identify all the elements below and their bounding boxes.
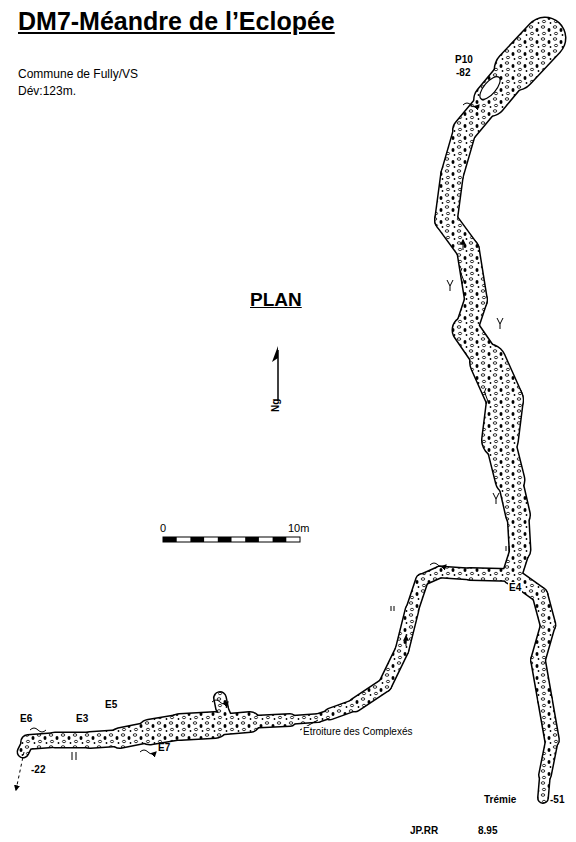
author-label: JP.RR bbox=[410, 825, 438, 836]
passage-wall bbox=[330, 705, 355, 714]
continuation-arrow bbox=[16, 752, 24, 790]
station-label: E7 bbox=[158, 742, 170, 753]
shaft-label: P10 bbox=[455, 54, 473, 65]
commune-note: Commune de Fully/VS bbox=[18, 68, 138, 81]
scale-bar bbox=[163, 537, 300, 542]
passage-floor bbox=[330, 705, 355, 714]
depth-label: -22 bbox=[31, 764, 45, 775]
passage-name: Etroiture des Complexés bbox=[302, 726, 414, 737]
station-label: E4 bbox=[508, 582, 522, 593]
passage-wall bbox=[402, 610, 412, 650]
passage-floor bbox=[545, 740, 552, 775]
passage-floor bbox=[355, 685, 385, 705]
passage-wall bbox=[543, 775, 545, 798]
date-label: 8.95 bbox=[478, 825, 497, 836]
scale-label: 10m bbox=[288, 522, 309, 534]
length-note: Dév:123m. bbox=[18, 85, 76, 98]
north-label: Ng bbox=[270, 399, 281, 412]
station-label: E3 bbox=[76, 713, 88, 724]
passage-end-label: Trémie bbox=[484, 794, 516, 805]
passage-floor bbox=[470, 574, 512, 575]
passage-floor bbox=[545, 700, 552, 740]
passage-floor bbox=[543, 775, 545, 798]
passage-wall bbox=[355, 685, 385, 705]
passage-wall bbox=[23, 742, 28, 752]
passage-wall bbox=[470, 574, 512, 575]
passage-wall bbox=[545, 700, 552, 740]
depth-label: -51 bbox=[550, 794, 564, 805]
station-label: E6 bbox=[20, 713, 32, 724]
shaft-symbol bbox=[476, 73, 503, 102]
passage-floor bbox=[402, 610, 412, 650]
station-label: E5 bbox=[105, 699, 117, 710]
passage-wall bbox=[545, 740, 552, 775]
map-title: DM7-Méandre de l’Eclopée bbox=[18, 8, 335, 36]
plan-heading: PLAN bbox=[250, 290, 302, 311]
passage-floor bbox=[23, 742, 28, 752]
north-arrow bbox=[272, 346, 278, 400]
slope-symbol bbox=[72, 240, 509, 760]
passage bbox=[23, 38, 552, 798]
flow-symbol bbox=[30, 103, 488, 754]
depth-label: -82 bbox=[456, 67, 470, 78]
scale-label: 0 bbox=[160, 522, 166, 534]
